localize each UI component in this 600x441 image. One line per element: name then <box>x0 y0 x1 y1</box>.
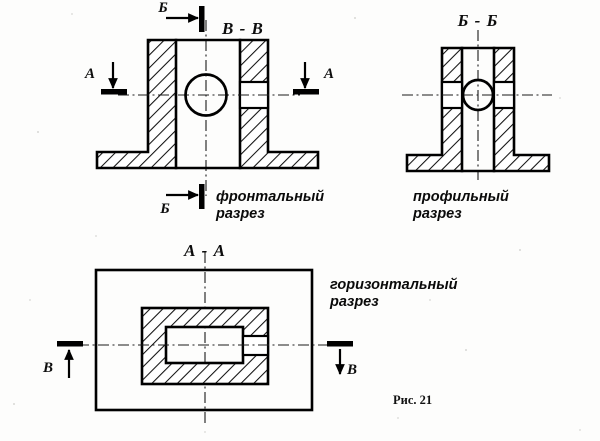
horizontal-view-name-line2: разрез <box>329 294 379 310</box>
marker-a-left-stub <box>101 89 127 95</box>
front-view-group: Б Б A A В - В фронтал <box>84 0 334 222</box>
horizontal-section-title: А - А <box>183 241 226 260</box>
front-bore-circle <box>184 73 228 117</box>
profile-left-wall-hatch-lower <box>442 108 462 155</box>
profile-view-name-line1: профильный <box>413 189 509 205</box>
horizontal-wall-hatch-right-upper <box>243 327 268 336</box>
profile-section-title: Б - Б <box>457 11 499 30</box>
marker-a-right-stub <box>293 89 319 95</box>
front-section-marker-a-right: A <box>293 62 334 95</box>
marker-b-bottom-letter: Б <box>159 201 170 217</box>
figure-caption: Рис. 21 <box>393 393 432 407</box>
front-base-hatch-right <box>240 152 318 168</box>
front-left-wall-hatch <box>148 40 176 152</box>
horizontal-section-marker-v-right: В <box>327 341 357 378</box>
front-section-marker-a-left: A <box>84 62 127 95</box>
horizontal-view-group: В В А - А горизонтальный разрез <box>42 241 458 426</box>
profile-base-hatch-right <box>494 155 549 171</box>
front-right-wall-hatch-upper <box>240 40 268 82</box>
profile-left-wall-hatch-upper <box>442 48 462 82</box>
marker-a-right-letter: A <box>323 66 334 82</box>
horizontal-base-plate-outline <box>94 268 314 412</box>
horizontal-view-name-line1: горизонтальный <box>330 277 458 293</box>
profile-bore-circle <box>461 78 495 112</box>
front-outline <box>95 38 320 170</box>
profile-view-name-line2: разрез <box>412 206 462 222</box>
horizontal-wall-hatch-right-lower <box>243 355 268 363</box>
profile-right-wall-hatch-upper <box>494 48 514 82</box>
marker-v-right-letter: В <box>346 362 357 378</box>
front-view-name-line1: фронтальный <box>216 189 324 205</box>
marker-v-left-stub <box>57 341 83 347</box>
marker-b-bottom-stub <box>199 184 205 209</box>
profile-base-hatch-left <box>407 155 462 171</box>
marker-v-left-letter: В <box>42 360 53 376</box>
horizontal-wall-hatch-bottom <box>142 363 268 384</box>
front-section-marker-b-top: Б <box>157 0 205 32</box>
front-right-wall-hatch-lower <box>240 108 268 152</box>
horizontal-wall-hatch-top <box>142 308 268 327</box>
horizontal-section-marker-v-left: В <box>42 341 83 378</box>
front-section-marker-b-bottom: Б <box>159 184 205 217</box>
profile-view-group: Б - Б профильный разрез <box>402 11 552 222</box>
marker-b-top-stub <box>199 6 205 32</box>
marker-v-right-stub <box>327 341 353 347</box>
marker-a-left-letter: A <box>84 66 95 82</box>
front-section-title: В - В <box>221 19 264 38</box>
front-view-name-line2: разрез <box>215 206 265 222</box>
marker-b-top-letter: Б <box>157 0 168 16</box>
front-base-hatch-left <box>97 152 176 168</box>
profile-right-wall-hatch-lower <box>494 108 514 155</box>
